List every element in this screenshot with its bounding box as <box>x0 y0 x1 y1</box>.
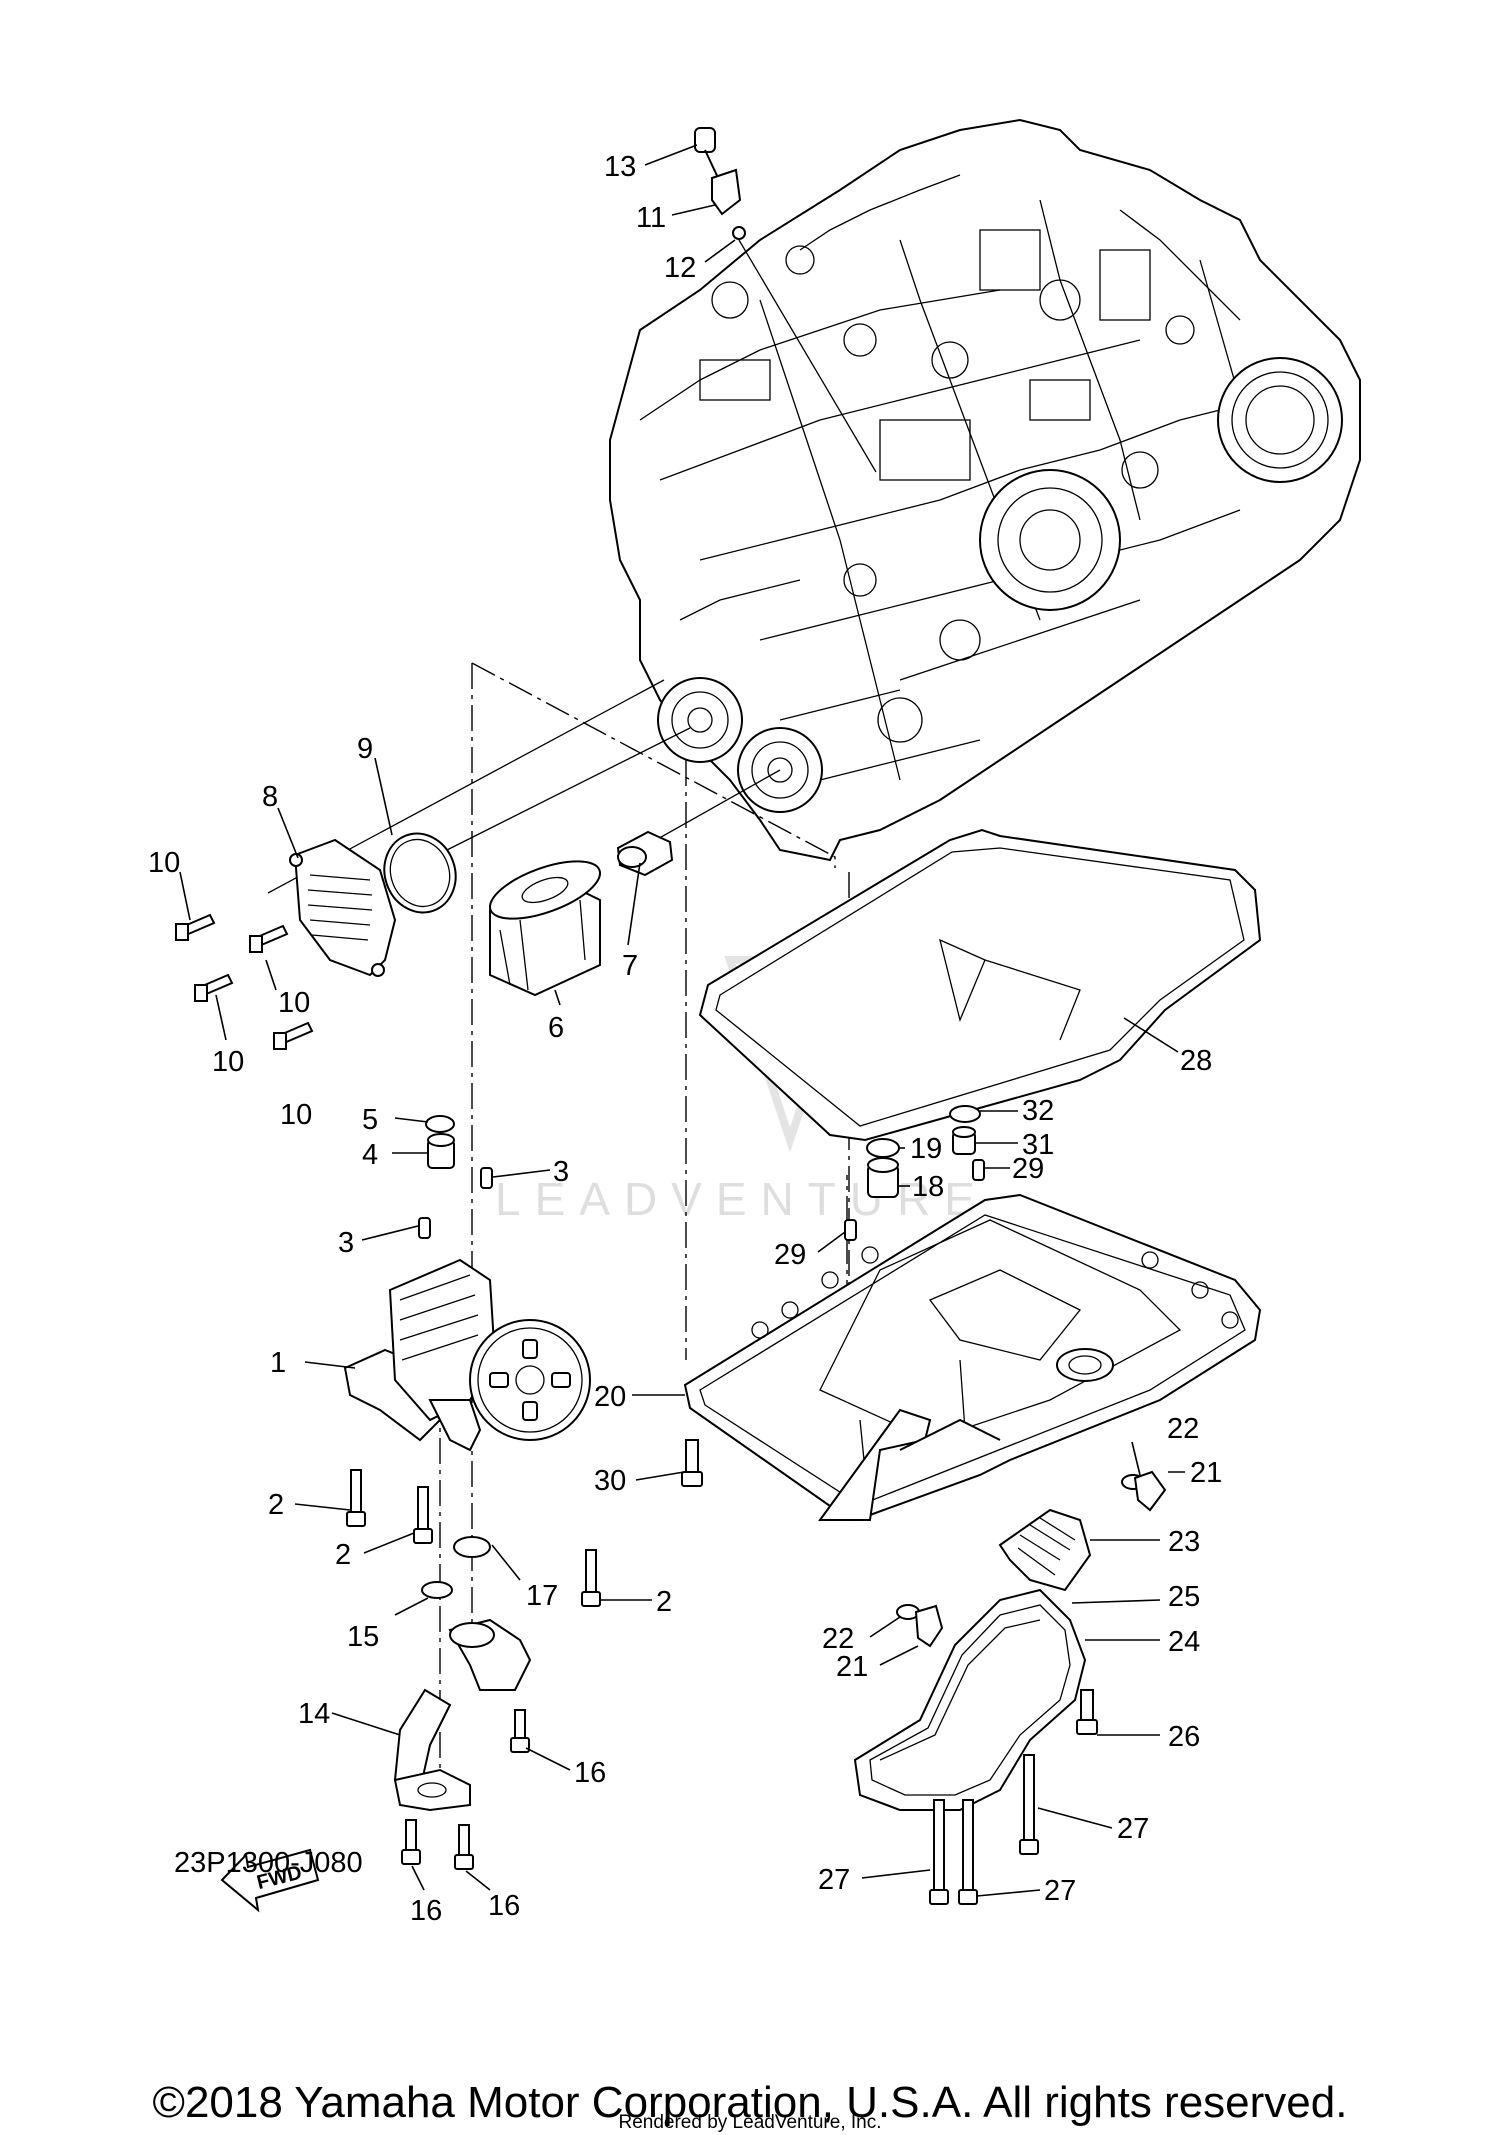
callout-11: 11 <box>636 202 666 234</box>
callout-3a: 3 <box>553 1156 569 1188</box>
callout-26: 26 <box>1168 1721 1200 1753</box>
callout-27b: 27 <box>818 1864 850 1896</box>
callout-9: 9 <box>357 733 373 765</box>
bolts-26-27 <box>929 1689 1098 1905</box>
drain-bolts <box>896 1470 1167 1648</box>
oil-filter-union-bolt <box>616 830 674 877</box>
callout-29a: 29 <box>1012 1153 1044 1185</box>
callout-17: 17 <box>526 1580 558 1612</box>
callout-21a: 21 <box>1190 1457 1222 1489</box>
callout-27a: 27 <box>1117 1813 1149 1845</box>
callout-8: 8 <box>262 781 278 813</box>
callout-28: 28 <box>1180 1045 1212 1077</box>
bolts-16 <box>401 1709 530 1870</box>
callout-22b: 22 <box>822 1623 854 1655</box>
callout-3b: 3 <box>338 1227 354 1259</box>
callout-32: 32 <box>1022 1095 1054 1127</box>
callouts: 13 11 12 9 8 10 10 10 10 7 6 28 5 32 4 1… <box>148 144 1222 1927</box>
callout-1: 1 <box>270 1347 286 1379</box>
callout-19: 19 <box>910 1133 942 1165</box>
callout-21b: 21 <box>836 1651 868 1683</box>
callout-14: 14 <box>298 1698 330 1730</box>
oil-pan <box>683 1193 1262 1522</box>
oil-pump-assembly <box>343 1258 591 1452</box>
callout-16b: 16 <box>410 1895 442 1927</box>
lower-oil-sump <box>853 1588 1087 1811</box>
callout-25: 25 <box>1168 1581 1200 1613</box>
callout-16a: 16 <box>574 1757 606 1789</box>
strainer-cover <box>998 1508 1092 1592</box>
callout-23: 23 <box>1168 1526 1200 1558</box>
callout-10a: 10 <box>148 847 180 879</box>
o-ring-9 <box>383 832 457 914</box>
callout-10b: 10 <box>278 987 310 1019</box>
bolts-10 <box>175 913 314 1050</box>
oil-cooler-cover <box>289 838 397 977</box>
callout-2b: 2 <box>335 1539 351 1571</box>
fwd-arrow: FWD <box>220 1848 320 1913</box>
oil-filter <box>488 860 602 997</box>
callout-29b: 29 <box>774 1239 806 1271</box>
callout-4: 4 <box>362 1139 378 1171</box>
callout-12: 12 <box>664 252 696 284</box>
oil-strainer <box>393 1618 532 1812</box>
callout-10d: 10 <box>280 1099 312 1131</box>
callout-10c: 10 <box>212 1046 244 1078</box>
callout-18: 18 <box>912 1171 944 1203</box>
copyright-notice: ©2018 Yamaha Motor Corporation, U.S.A. A… <box>152 2078 1348 2127</box>
dowel-pins <box>418 1159 985 1241</box>
callout-16c: 16 <box>488 1890 520 1922</box>
callout-22a: 22 <box>1167 1413 1199 1445</box>
callout-20: 20 <box>594 1381 626 1413</box>
callout-7: 7 <box>622 950 638 982</box>
oil-pan-gasket <box>698 828 1262 1142</box>
o-ring-17 <box>453 1536 491 1558</box>
o-rings-and-collars <box>425 1105 981 1198</box>
callout-2c: 2 <box>656 1586 672 1618</box>
callout-5: 5 <box>362 1104 378 1136</box>
crankcase-illustration <box>609 118 1361 862</box>
callout-15: 15 <box>347 1621 379 1653</box>
diagram-code: 23P1300-J080 <box>174 1847 363 1879</box>
callout-27c: 27 <box>1044 1875 1076 1907</box>
rendered-by-notice: Rendered by LeadVenture, Inc. <box>618 2112 882 2133</box>
callout-31: 31 <box>1022 1129 1054 1161</box>
callout-2a: 2 <box>268 1489 284 1521</box>
oil-pipe-fitting <box>694 127 877 473</box>
callout-24: 24 <box>1168 1626 1200 1658</box>
o-ring-15 <box>421 1581 453 1599</box>
callout-30: 30 <box>594 1465 626 1497</box>
callout-6: 6 <box>548 1012 564 1044</box>
bolts-2 <box>346 1469 601 1607</box>
bolt-30 <box>681 1439 703 1487</box>
callout-13: 13 <box>604 151 636 183</box>
